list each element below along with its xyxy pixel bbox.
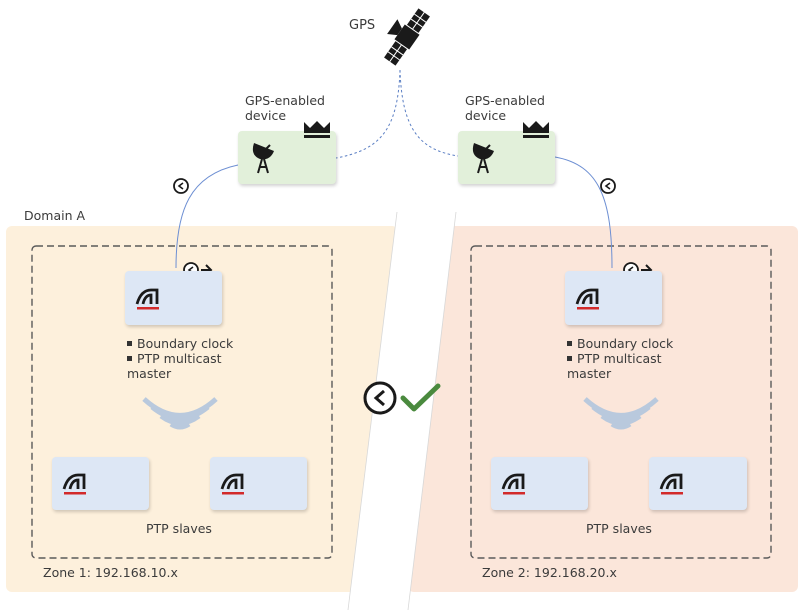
gps-device-label-line1: GPS-enabled — [245, 93, 325, 108]
ptp-slaves-label: PTP slaves — [586, 521, 652, 536]
crown-icon — [523, 121, 549, 138]
crown-icon — [304, 121, 330, 138]
ptp-logo-icon — [62, 473, 86, 495]
gps-label: GPS — [349, 18, 376, 33]
master-role-line: PTP multicast — [567, 351, 662, 366]
master-role-line: Boundary clock — [567, 336, 673, 351]
master-role-line: Boundary clock — [127, 336, 233, 351]
master-role-line: PTP multicast — [127, 351, 222, 366]
gps-device-label-line2: device — [465, 108, 507, 123]
master-role-line: master — [127, 366, 172, 381]
gps-link-left — [335, 69, 401, 159]
satellite-icon — [384, 8, 430, 66]
satellite-dish-icon — [252, 143, 274, 174]
broadcast-waves-icon — [583, 397, 659, 430]
master-role-line: master — [567, 366, 612, 381]
ptp-slaves-label: PTP slaves — [146, 521, 212, 536]
ptp-logo-icon — [135, 288, 159, 310]
clock-sync-icon — [600, 178, 616, 194]
zone1-border — [31, 245, 333, 559]
ptp-slave-device[interactable] — [491, 457, 588, 510]
broadcast-waves-icon — [142, 397, 218, 430]
boundary-clock-device[interactable] — [125, 271, 222, 325]
clock-sync-icon — [173, 178, 189, 194]
zone-label: Zone 1: 192.168.10.x — [43, 565, 178, 580]
zone2-border — [470, 245, 772, 559]
satellite-dish-icon — [472, 143, 494, 174]
ptp-logo-icon — [575, 288, 599, 310]
gps-enabled-device[interactable] — [238, 131, 336, 184]
clock-sync-icon — [363, 381, 397, 415]
ptp-logo-icon — [501, 473, 525, 495]
domain-label: Domain A — [24, 208, 86, 223]
boundary-clock-device[interactable] — [565, 271, 662, 325]
checkmark-icon — [400, 383, 441, 412]
gps-enabled-device[interactable] — [458, 131, 555, 184]
ptp-slave-device[interactable] — [52, 457, 149, 510]
gps-link-right — [399, 69, 459, 157]
ptp-slave-device[interactable] — [210, 457, 307, 510]
zone-separator — [348, 212, 456, 610]
link-left — [175, 164, 239, 269]
ptp-logo-icon — [220, 473, 244, 495]
zone-label: Zone 2: 192.168.20.x — [482, 565, 617, 580]
link-right — [554, 156, 613, 269]
ptp-logo-icon — [659, 473, 683, 495]
gps-device-label-line2: device — [245, 108, 287, 123]
gps-device-label-line1: GPS-enabled — [465, 93, 545, 108]
ptp-slave-device[interactable] — [649, 457, 747, 510]
